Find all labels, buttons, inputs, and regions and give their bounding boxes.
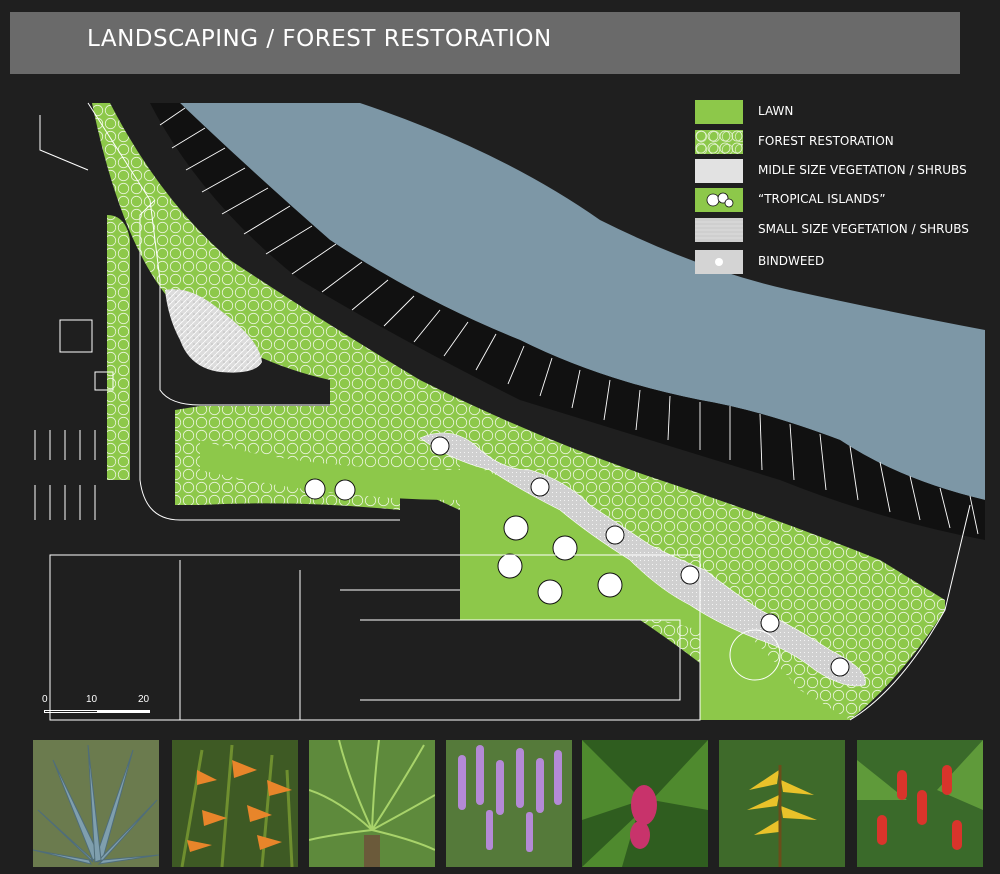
legend-label: “TROPICAL ISLANDS” bbox=[758, 192, 886, 206]
legend-label: SMALL SIZE VEGETATION / SHRUBS bbox=[758, 222, 969, 236]
lawn-swatch bbox=[695, 100, 743, 124]
liatris-purple-flower-photo bbox=[446, 740, 572, 867]
lawn-area bbox=[460, 460, 850, 720]
legend-item-midsize-vegetation: MIDLE SIZE VEGETATION / SHRUBS bbox=[695, 159, 995, 185]
legend-label: BINDWEED bbox=[758, 254, 825, 268]
legend-label: FOREST RESTORATION bbox=[758, 134, 894, 148]
agave-photo bbox=[33, 740, 159, 867]
legend-item-small-vegetation: SMALL SIZE VEGETATION / SHRUBS bbox=[695, 218, 995, 244]
kiosk bbox=[94, 371, 114, 391]
page-title: LANDSCAPING / FOREST RESTORATION bbox=[87, 26, 552, 52]
parking bbox=[34, 430, 96, 520]
heliconia-yellow-photo bbox=[719, 740, 845, 867]
red-ginger-photo bbox=[857, 740, 983, 867]
bindweed-swatch bbox=[695, 250, 743, 274]
cycad-palm-photo bbox=[309, 740, 435, 867]
scale-bar-graphic bbox=[44, 710, 150, 713]
legend-item-bindweed: BINDWEED bbox=[695, 250, 995, 276]
site-plan bbox=[34, 102, 985, 721]
heliconia-orange-photo bbox=[172, 740, 298, 867]
shrub-island-north bbox=[165, 289, 262, 373]
scale-label-10: 10 bbox=[86, 694, 98, 705]
legend-item-forest-restoration: FOREST RESTORATION bbox=[695, 130, 995, 156]
title-bar: LANDSCAPING / FOREST RESTORATION bbox=[10, 12, 960, 74]
boundary-line bbox=[849, 504, 971, 721]
riverbank bbox=[110, 103, 985, 540]
pavilion bbox=[59, 319, 93, 353]
riverbank-hatching bbox=[159, 107, 979, 535]
legend-item-lawn: LAWN bbox=[695, 100, 995, 126]
small-vegetation-swatch bbox=[695, 218, 743, 242]
forest-restoration-swatch bbox=[695, 130, 743, 154]
lawn-strip bbox=[200, 440, 460, 500]
building-outline bbox=[49, 554, 701, 721]
tropical-islands-swatch bbox=[695, 188, 743, 212]
river-water bbox=[180, 103, 985, 500]
road-edge bbox=[39, 102, 400, 521]
banana-pink-flower-photo bbox=[582, 740, 708, 867]
midsize-vegetation-swatch bbox=[695, 159, 743, 183]
shrub-ribbon bbox=[419, 432, 866, 687]
legend-label: LAWN bbox=[758, 104, 794, 118]
forest-restoration-area bbox=[92, 103, 945, 720]
tropical-islands bbox=[304, 436, 850, 677]
legend-label: MIDLE SIZE VEGETATION / SHRUBS bbox=[758, 163, 967, 177]
plant-photo-strip bbox=[33, 740, 983, 867]
forest-restoration-left bbox=[107, 215, 130, 480]
legend-item-tropical-islands: “TROPICAL ISLANDS” bbox=[695, 188, 995, 214]
scale-label-0: 0 bbox=[42, 694, 48, 705]
scale-bar: 0 10 20 bbox=[40, 694, 160, 716]
scale-label-20: 20 bbox=[138, 694, 150, 705]
fountain-circle bbox=[729, 629, 781, 681]
